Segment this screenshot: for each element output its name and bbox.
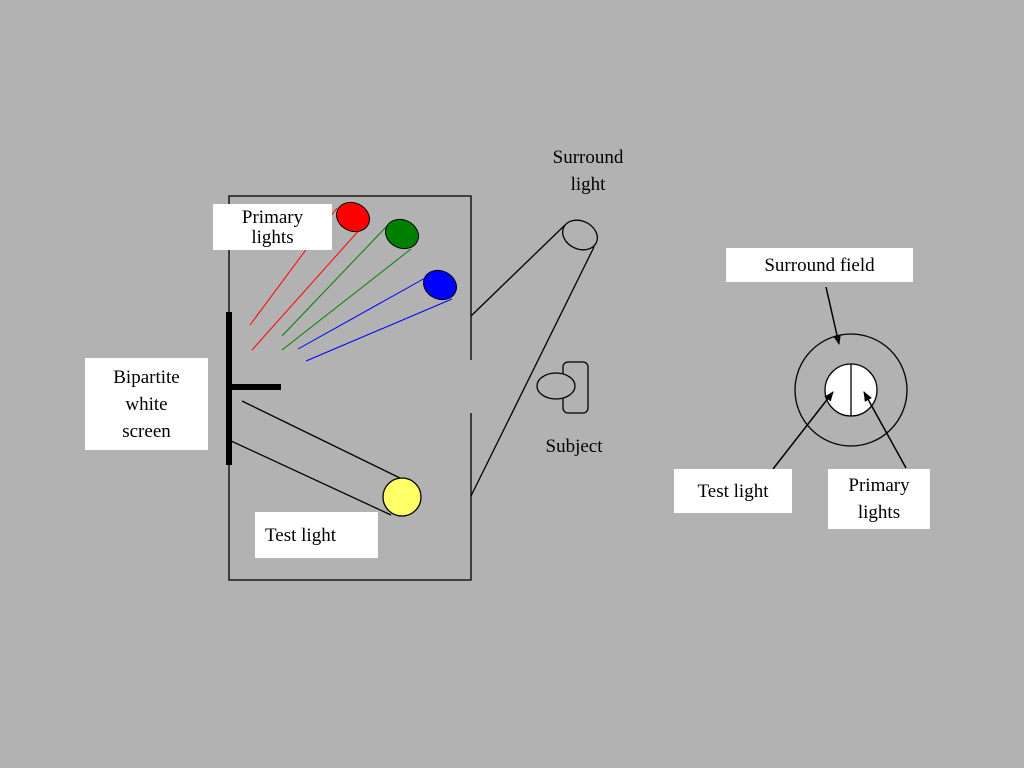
surround-lamp bbox=[561, 219, 599, 251]
primary-lights-label-left: Primary lights bbox=[213, 204, 332, 250]
test-light-label-right: Test light bbox=[674, 469, 792, 513]
test-light-label-left: Test light bbox=[255, 512, 378, 558]
test-lamp bbox=[382, 477, 422, 517]
surround-field-label: Surround field bbox=[726, 248, 913, 282]
primary-lights-arrow bbox=[863, 391, 907, 469]
green-beam-2 bbox=[281, 248, 412, 351]
green-beam-1 bbox=[281, 225, 388, 337]
blue-lamp bbox=[422, 269, 458, 301]
red-beam-2 bbox=[251, 227, 362, 351]
surround-light-label: Surround light bbox=[552, 147, 624, 195]
bipartite-screen-label: Bipartite white screen bbox=[85, 358, 208, 450]
test-light-arrow bbox=[772, 391, 834, 470]
blue-beam-2 bbox=[305, 298, 453, 362]
green-lamp bbox=[384, 218, 420, 250]
surround-beam-upper bbox=[470, 224, 566, 317]
primary-lights-label-right: Primary lights bbox=[828, 469, 930, 529]
red-lamp bbox=[335, 201, 371, 233]
test-beam-upper bbox=[241, 400, 405, 481]
surround-field-arrow bbox=[825, 286, 841, 345]
surround-beam-lower bbox=[470, 246, 595, 497]
blue-beam-1 bbox=[297, 276, 428, 350]
subject-label: Subject bbox=[545, 436, 603, 457]
subject-eye bbox=[536, 372, 576, 400]
test-beam-lower bbox=[228, 439, 392, 516]
